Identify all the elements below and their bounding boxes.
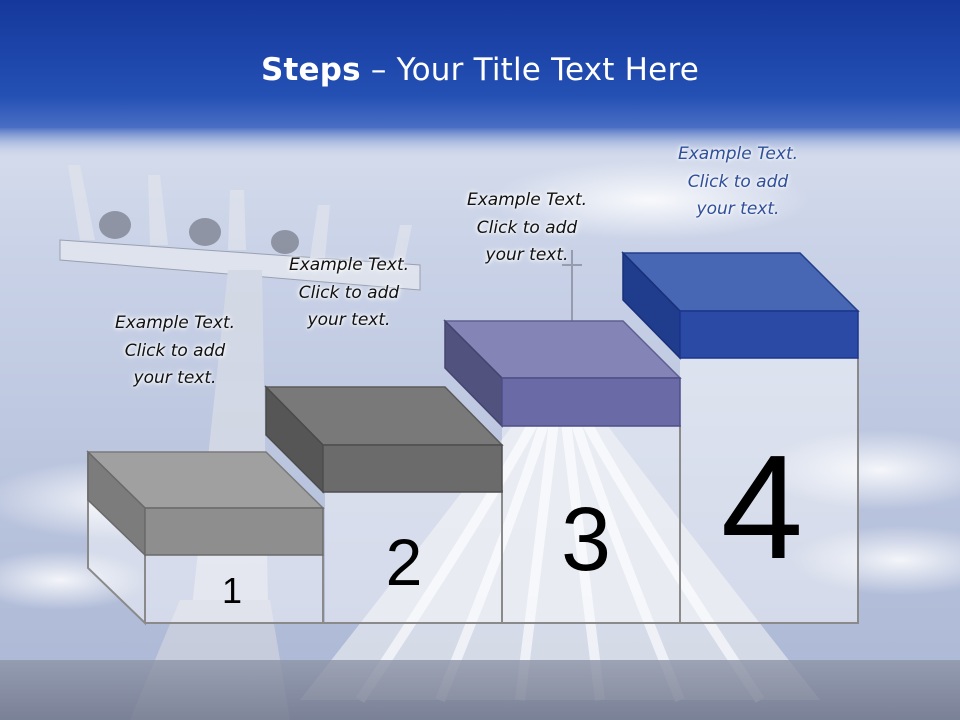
slide-title-bold: Steps (260, 52, 361, 88)
step-2-caption-line: your text. (307, 310, 391, 330)
step-2-block[interactable] (264, 385, 504, 494)
step-1-block[interactable] (86, 450, 325, 557)
step-4-caption[interactable]: Example Text. Click to add your text. (648, 141, 828, 224)
step-3-block[interactable] (443, 319, 682, 428)
step-1-caption-line: Example Text. (114, 313, 236, 333)
step-4-number: 4 (721, 425, 803, 590)
step-3-number: 3 (561, 490, 611, 590)
step-4-caption-line: your text. (696, 199, 780, 219)
slide-title[interactable]: Steps – Your Title Text Here (0, 52, 960, 88)
step-3-caption-line: Click to add (476, 217, 578, 238)
step-4-caption-line: Click to add (687, 171, 789, 192)
step-1-caption-line: Click to add (124, 340, 226, 361)
header-fade (0, 128, 960, 158)
step-3-caption[interactable]: Example Text. Click to add your text. (437, 187, 617, 270)
step-2-caption-line: Click to add (298, 282, 400, 303)
step-1-caption-line: your text. (133, 368, 217, 388)
step-2-caption-line: Example Text. (288, 255, 410, 275)
step-4-caption-line: Example Text. (677, 144, 799, 164)
step-3-caption-line: your text. (485, 245, 569, 265)
step-2-number: 2 (386, 525, 423, 599)
step-4-block[interactable] (621, 251, 860, 360)
step-3-caption-line: Example Text. (466, 190, 588, 210)
step-1-number: 1 (222, 570, 242, 611)
header-band (0, 0, 960, 128)
slide-title-rest: – Your Title Text Here (360, 52, 699, 88)
staircase-frame (87, 358, 859, 626)
step-2-caption[interactable]: Example Text. Click to add your text. (259, 252, 439, 335)
step-1-caption[interactable]: Example Text. Click to add your text. (85, 310, 265, 393)
